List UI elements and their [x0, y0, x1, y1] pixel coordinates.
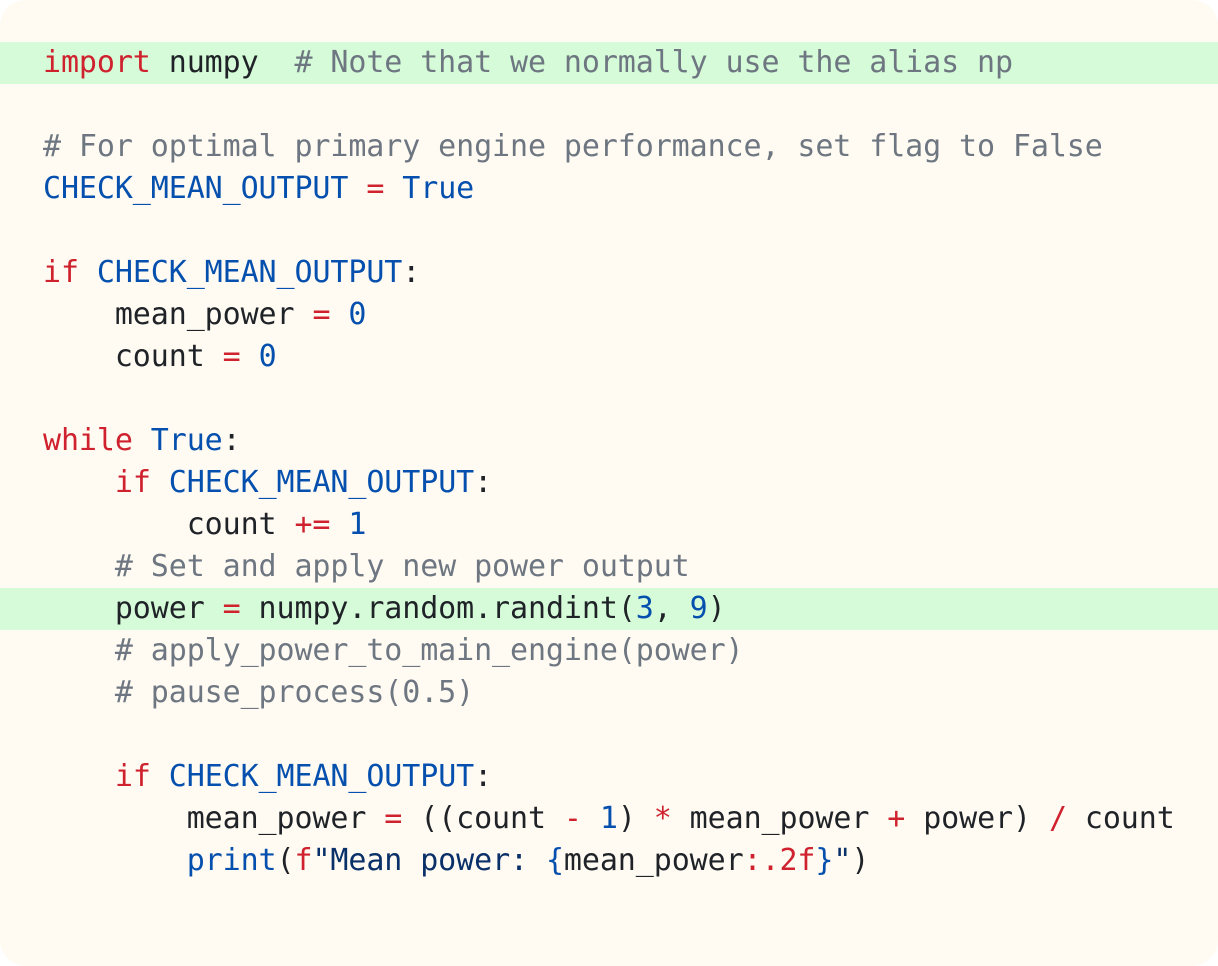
code-line: # pause_process(0.5)	[0, 672, 1218, 714]
code-line: count = 0	[0, 336, 1218, 378]
code-line	[0, 84, 1218, 126]
code-token	[582, 801, 600, 836]
code-token: CHECK_MEAN_OUTPUT	[168, 759, 475, 794]
code-token	[348, 171, 366, 206]
code-token: # Note that we normally use the alias np	[294, 45, 1013, 80]
code-token: numpy.random.randint(	[240, 591, 636, 626]
code-token: ((count	[402, 801, 564, 836]
code-token: # Set and apply new power output	[114, 549, 690, 584]
code-line: print(f"Mean power: {mean_power:.2f}")	[0, 840, 1218, 882]
code-token: 1	[599, 801, 618, 836]
code-token: +=	[294, 507, 331, 542]
code-token: /	[1048, 801, 1067, 836]
code-token	[43, 759, 115, 794]
code-token: while	[43, 423, 133, 458]
code-token: +	[887, 801, 906, 836]
code-line	[0, 714, 1218, 756]
code-token	[43, 549, 115, 584]
code-line: mean_power = 0	[0, 294, 1218, 336]
code-token: )	[851, 843, 870, 878]
code-token	[384, 171, 402, 206]
code-token	[43, 633, 115, 668]
code-token: (	[276, 843, 295, 878]
code-line	[0, 210, 1218, 252]
code-token: if	[114, 759, 151, 794]
code-token: "	[833, 843, 852, 878]
code-token: -	[563, 801, 582, 836]
code-token	[43, 843, 187, 878]
code-token: 3	[635, 591, 654, 626]
code-token: mean_power	[563, 843, 744, 878]
code-token: 0	[258, 339, 277, 374]
code-token	[43, 465, 115, 500]
code-token: :	[402, 255, 421, 290]
code-token: mean_power	[43, 801, 385, 836]
code-token	[330, 297, 348, 332]
code-token: CHECK_MEAN_OUTPUT	[168, 465, 475, 500]
code-token: :	[474, 759, 493, 794]
code-line: if CHECK_MEAN_OUTPUT:	[0, 756, 1218, 798]
code-token: 1	[348, 507, 367, 542]
code-line: if CHECK_MEAN_OUTPUT:	[0, 462, 1218, 504]
code-token: =	[222, 591, 241, 626]
code-token: =	[366, 171, 385, 206]
code-token: :.2f	[743, 843, 816, 878]
code-token: =	[222, 339, 241, 374]
code-lines: import numpy # Note that we normally use…	[0, 42, 1218, 882]
code-token: =	[384, 801, 403, 836]
highlighted-code-line: power = numpy.random.randint(3, 9)	[0, 588, 1218, 630]
code-line: while True:	[0, 420, 1218, 462]
code-token: {	[545, 843, 564, 878]
code-token: # apply_power_to_main_engine(power)	[114, 633, 744, 668]
code-token: }	[815, 843, 834, 878]
code-token: =	[312, 297, 331, 332]
code-token: CHECK_MEAN_OUTPUT	[96, 255, 403, 290]
code-token: True	[150, 423, 223, 458]
highlighted-code-line: import numpy # Note that we normally use…	[0, 42, 1218, 84]
code-token: count	[43, 339, 223, 374]
code-line: # For optimal primary engine performance…	[0, 126, 1218, 168]
code-token	[79, 255, 97, 290]
code-token: # pause_process(0.5)	[114, 675, 475, 710]
code-token: # For optimal primary engine performance…	[43, 129, 1103, 164]
code-line	[0, 378, 1218, 420]
code-token: "Mean power:	[312, 843, 546, 878]
code-token: import	[43, 45, 151, 80]
code-token: :	[222, 423, 241, 458]
code-token: True	[402, 171, 475, 206]
code-line: if CHECK_MEAN_OUTPUT:	[0, 252, 1218, 294]
code-token: ,	[653, 591, 690, 626]
code-token: *	[653, 801, 672, 836]
code-token: numpy	[150, 45, 295, 80]
code-line: # apply_power_to_main_engine(power)	[0, 630, 1218, 672]
code-token: 0	[348, 297, 367, 332]
code-token: )	[707, 591, 726, 626]
code-token: count	[1066, 801, 1175, 836]
code-token	[330, 507, 348, 542]
code-token: mean_power	[671, 801, 888, 836]
code-token: count	[43, 507, 295, 542]
code-token: if	[114, 465, 151, 500]
code-token	[151, 759, 169, 794]
code-token: power	[43, 591, 223, 626]
code-token: print	[186, 843, 277, 878]
code-token	[133, 423, 151, 458]
code-token: if	[43, 255, 79, 290]
code-token: mean_power	[43, 297, 313, 332]
code-token: 9	[689, 591, 708, 626]
code-line: count += 1	[0, 504, 1218, 546]
code-token: )	[617, 801, 654, 836]
code-token: CHECK_MEAN_OUTPUT	[43, 171, 349, 206]
code-token: power)	[905, 801, 1049, 836]
code-line: CHECK_MEAN_OUTPUT = True	[0, 168, 1218, 210]
code-token	[43, 675, 115, 710]
code-token	[241, 339, 259, 374]
code-line: # Set and apply new power output	[0, 546, 1218, 588]
code-token: f	[294, 843, 313, 878]
code-token	[151, 465, 169, 500]
code-line: mean_power = ((count - 1) * mean_power +…	[0, 798, 1218, 840]
code-token: :	[474, 465, 493, 500]
